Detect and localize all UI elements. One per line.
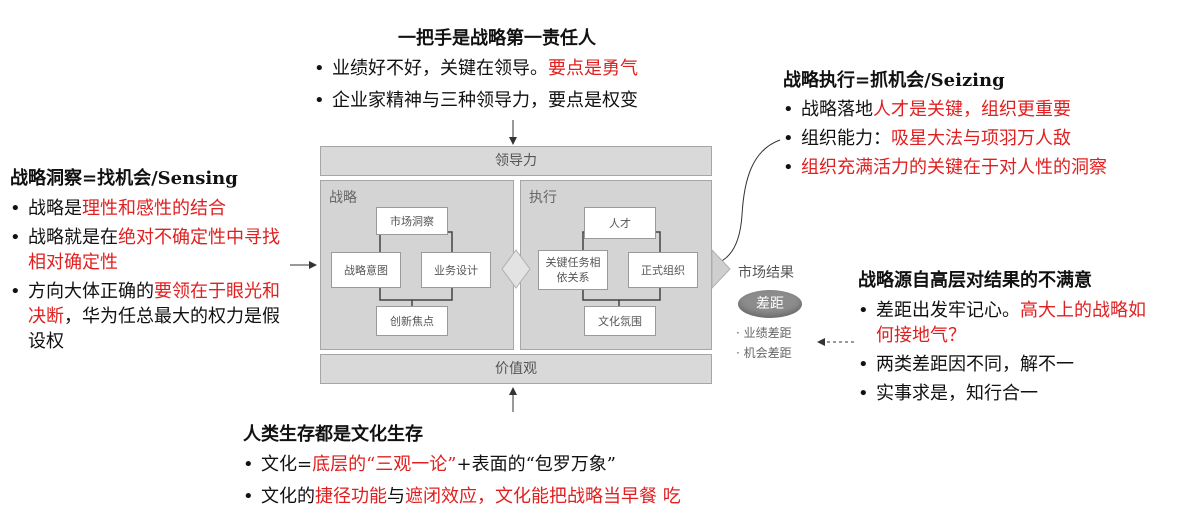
list-item: 组织充满活力的关键在于对人性的洞察: [783, 155, 1143, 180]
result-chevron: [711, 248, 731, 290]
node-innovation-focus: 创新焦点: [376, 306, 448, 336]
values-bar: 价值观: [320, 354, 712, 384]
node-culture-climate: 文化氛围: [584, 306, 656, 336]
right-bottom-heading: 战略源自高层对结果的不满意: [858, 270, 1092, 291]
list-item: 企业家精神与三种领导力，要点是权变: [314, 88, 754, 113]
gap-type-opportunity: · 机会差距: [736, 346, 792, 360]
list-item: 差距出发牢记心。高大上的战略如何接地气？: [858, 298, 1158, 348]
panel-connector: [501, 249, 531, 289]
left-bullets: 战略是理性和感性的结合 战略就是在绝对不确定性中寻找相对确定性 方向大体正确的要…: [10, 196, 288, 358]
node-talent: 人才: [584, 207, 656, 239]
list-item: 战略是理性和感性的结合: [10, 196, 288, 221]
list-item: 战略落地人才是关键，组织更重要: [783, 97, 1143, 122]
market-result-label: 市场结果: [738, 265, 794, 281]
node-strategic-intent: 战略意图: [331, 252, 401, 288]
right-top-bullets: 战略落地人才是关键，组织更重要 组织能力：吸星大法与项羽万人敌 组织充满活力的关…: [783, 97, 1143, 184]
node-key-tasks: 关键任务相依关系: [538, 250, 608, 290]
list-item: 文化的捷径功能与遮闭效应，文化能把战略当早餐 吃: [243, 484, 843, 509]
node-business-design: 业务设计: [421, 252, 491, 288]
list-item: 实事求是，知行合一: [858, 381, 1158, 406]
gap-ellipse: 差距: [738, 290, 802, 318]
node-market-insight: 市场洞察: [376, 207, 448, 235]
list-item: 文化=底层的“三观一论”+表面的“包罗万象”: [243, 452, 843, 477]
leadership-bar: 领导力: [320, 146, 712, 176]
bottom-heading: 人类生存都是文化生存: [243, 424, 423, 445]
list-item: 业绩好不好，关键在领导。要点是勇气: [314, 56, 754, 81]
strategy-panel-title: 战略: [329, 190, 357, 206]
top-bullets: 业绩好不好，关键在领导。要点是勇气 企业家精神与三种领导力，要点是权变: [314, 56, 754, 120]
right-top-heading: 战略执行=抓机会/Seizing: [783, 70, 1005, 91]
arrow-right-top: [713, 139, 781, 267]
list-item: 组织能力：吸星大法与项羽万人敌: [783, 126, 1143, 151]
list-item: 两类差距因不同，解不一: [858, 352, 1158, 377]
top-heading: 一把手是战略第一责任人: [398, 28, 596, 49]
bottom-bullets: 文化=底层的“三观一论”+表面的“包罗万象” 文化的捷径功能与遮闭效应，文化能把…: [243, 452, 843, 516]
list-item: 战略就是在绝对不确定性中寻找相对确定性: [10, 225, 288, 275]
gap-type-performance: · 业绩差距: [736, 326, 792, 340]
list-item: 方向大体正确的要领在于眼光和决断，华为任总最大的权力是假设权: [10, 279, 288, 354]
right-bottom-bullets: 差距出发牢记心。高大上的战略如何接地气？ 两类差距因不同，解不一 实事求是，知行…: [858, 298, 1158, 410]
execution-panel-title: 执行: [529, 190, 557, 206]
node-formal-organization: 正式组织: [628, 252, 698, 288]
left-heading: 战略洞察=找机会/Sensing: [10, 168, 238, 189]
